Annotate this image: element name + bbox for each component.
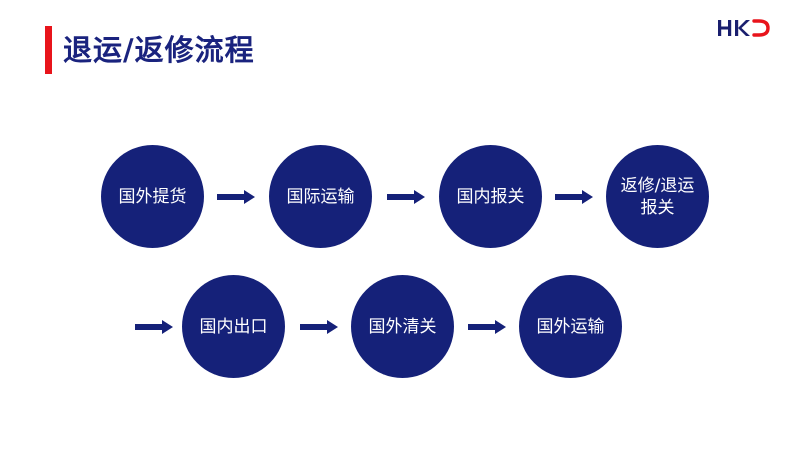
arrow-right-icon [300, 320, 338, 334]
flow-step-label: 返修/退运报关 [620, 175, 695, 218]
logo-letter-h [718, 20, 732, 36]
title-accent-bar [45, 26, 52, 74]
logo-letter-d [752, 19, 770, 37]
flow-step-2: 国际运输 [269, 145, 372, 248]
flow-step-label: 国际运输 [286, 186, 355, 207]
flow-step-label: 国内报关 [456, 186, 525, 207]
hkd-logo [718, 19, 770, 37]
arrow-right-icon [135, 320, 173, 334]
page-title: 退运/返修流程 [63, 33, 255, 67]
flow-step-label: 国外清关 [368, 316, 437, 337]
flow-step-label: 国内出口 [199, 316, 268, 337]
arrow-right-icon [387, 190, 425, 204]
flow-step-label: 国外提货 [118, 186, 187, 207]
logo-letter-k [735, 20, 750, 36]
flow-step-5: 国内出口 [182, 275, 285, 378]
flow-step-4: 返修/退运报关 [606, 145, 709, 248]
arrow-right-icon [217, 190, 255, 204]
arrow-right-icon [555, 190, 593, 204]
flow-step-7: 国外运输 [519, 275, 622, 378]
flow-step-3: 国内报关 [439, 145, 542, 248]
flow-step-label: 国外运输 [536, 316, 605, 337]
arrow-right-icon [468, 320, 506, 334]
flow-step-6: 国外清关 [351, 275, 454, 378]
flow-step-1: 国外提货 [101, 145, 204, 248]
